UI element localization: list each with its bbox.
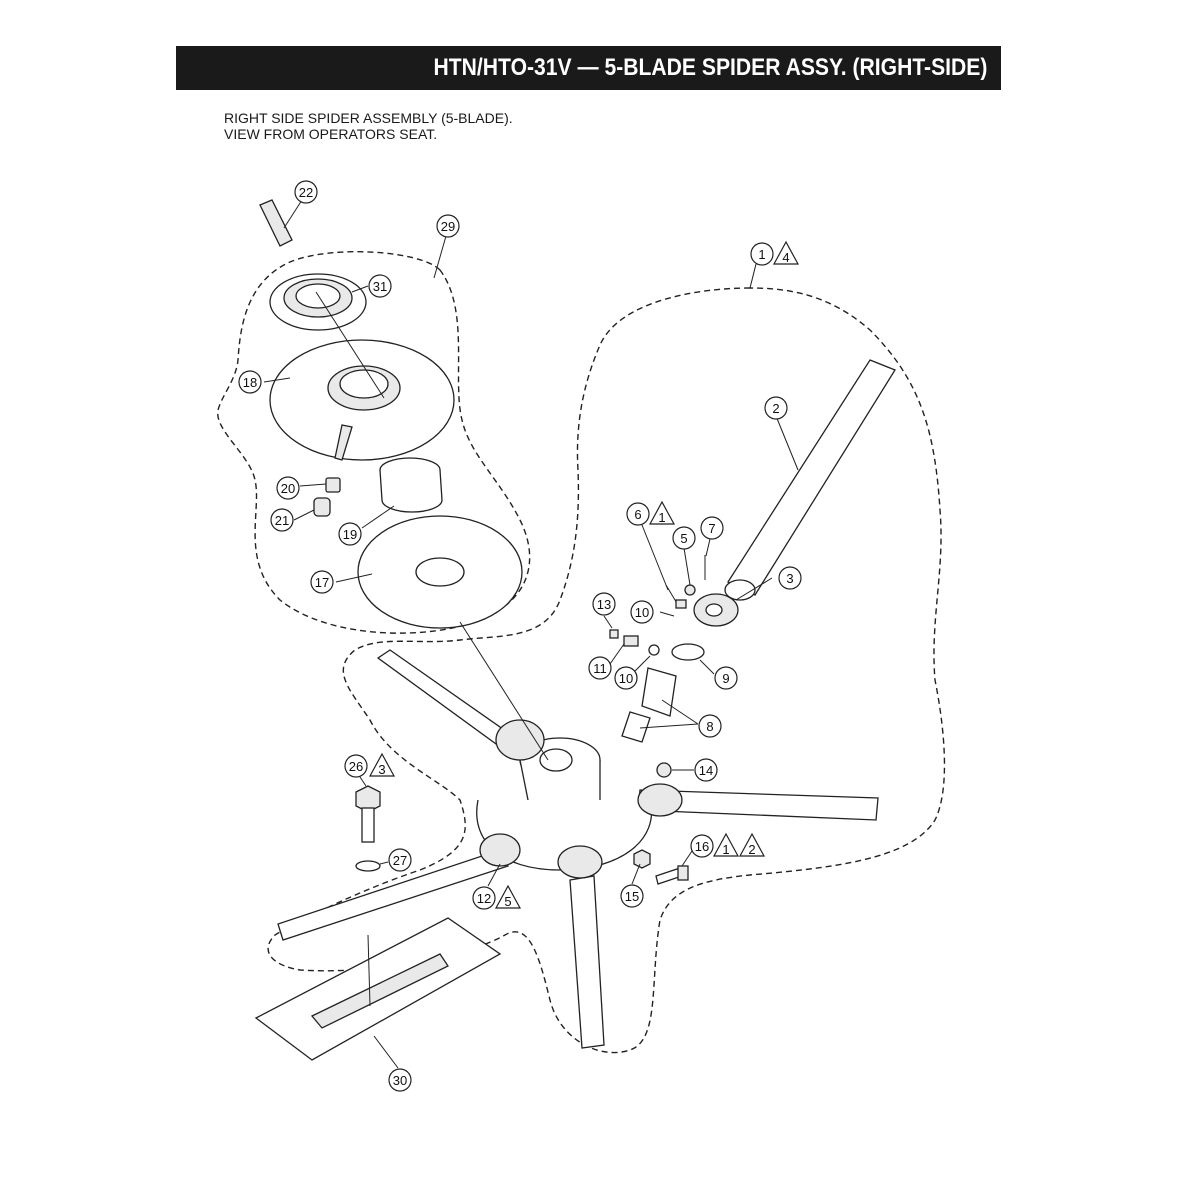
callout-6: 6 1	[626, 500, 676, 591]
callout-20: 20	[276, 476, 300, 500]
part-6-bolt	[665, 584, 687, 609]
callout-7: 7	[700, 516, 724, 557]
callout-14: 14	[694, 758, 718, 782]
callout-16-note-1: 1	[722, 842, 729, 857]
leader-lines	[263, 199, 799, 1069]
callout-2: 2	[764, 396, 788, 420]
callout-3: 3	[778, 566, 802, 590]
callout-13: 13	[592, 592, 616, 616]
callout-17: 17	[310, 570, 334, 594]
diagram-description: RIGHT SIDE SPIDER ASSEMBLY (5-BLADE). VI…	[224, 110, 513, 142]
part-21-cap	[313, 497, 331, 517]
callout-15: 15	[620, 884, 644, 908]
part-2-arm	[724, 359, 896, 601]
part-19-sleeve	[379, 457, 443, 513]
callout-6-label: 6	[634, 507, 641, 522]
callout-19-label: 19	[343, 527, 357, 542]
callout-11-label: 11	[593, 661, 607, 676]
callout-26: 26 3	[344, 752, 396, 787]
callout-21: 21	[270, 508, 294, 532]
description-line-2: VIEW FROM OPERATORS SEAT.	[224, 126, 438, 142]
part-30-blade	[254, 917, 502, 1061]
callout-29: 29	[436, 214, 460, 238]
part-20-fitting	[325, 477, 341, 493]
callout-20-label: 20	[281, 481, 295, 496]
part-11-fitting	[623, 635, 639, 647]
callout-6-note: 1	[658, 510, 665, 525]
callout-10a: 10	[630, 600, 654, 624]
part-13-plug	[609, 629, 619, 639]
callout-1-label: 1	[758, 247, 765, 262]
callout-26-note: 3	[378, 762, 385, 777]
callout-26-label: 26	[349, 759, 363, 774]
callout-16: 16 1 2	[690, 832, 766, 858]
callout-30-label: 30	[393, 1073, 407, 1088]
callout-30: 30	[388, 1068, 412, 1092]
part-3-clamp	[693, 593, 739, 627]
part-5-nut	[684, 584, 696, 596]
callout-2-label: 2	[772, 401, 779, 416]
group-outline-1	[267, 287, 946, 1054]
part-10-washer	[648, 644, 660, 656]
callout-31: 31	[368, 274, 392, 298]
part-14-nut	[656, 762, 672, 778]
part-17-pan	[357, 515, 523, 629]
callout-7-label: 7	[708, 521, 715, 536]
callout-21-label: 21	[275, 513, 289, 528]
part-27-washer	[355, 860, 381, 872]
callout-15-label: 15	[625, 889, 639, 904]
callout-13-label: 13	[597, 597, 611, 612]
callout-8: 8	[698, 714, 722, 738]
part-9-spring	[671, 643, 705, 661]
callout-14-label: 14	[699, 763, 713, 778]
callout-29-label: 29	[441, 219, 455, 234]
callout-10a-label: 10	[635, 605, 649, 620]
callout-31-label: 31	[373, 279, 387, 294]
callout-22-label: 22	[299, 185, 313, 200]
callout-19: 19	[338, 522, 362, 546]
callout-11: 11	[588, 656, 612, 680]
callout-9-label: 9	[722, 671, 729, 686]
group-outline-29	[217, 251, 531, 634]
callout-16-note-2: 2	[748, 842, 755, 857]
callout-10b-label: 10	[619, 671, 633, 686]
callout-12: 12 5	[472, 884, 522, 910]
callout-1-note: 4	[782, 250, 789, 265]
spider-hub	[277, 649, 879, 1049]
callout-5-label: 5	[680, 531, 687, 546]
part-15-nut	[633, 849, 651, 869]
callout-12-label: 12	[477, 891, 491, 906]
callout-10b: 10	[614, 666, 638, 690]
part-18-disc	[269, 339, 455, 461]
part-22-key	[259, 199, 293, 247]
callout-3-label: 3	[786, 571, 793, 586]
part-31-collar	[269, 273, 367, 331]
part-16-bolt	[655, 865, 689, 885]
callout-8-label: 8	[706, 719, 713, 734]
callout-12-note: 5	[504, 894, 511, 909]
callout-1: 1 4	[749, 240, 800, 289]
callout-22: 22	[294, 180, 318, 204]
callout-27: 27	[388, 848, 412, 872]
callout-18-label: 18	[243, 375, 257, 390]
callout-16-label: 16	[695, 839, 709, 854]
callout-27-label: 27	[393, 853, 407, 868]
callout-9: 9	[714, 666, 738, 690]
part-26-bolt	[355, 785, 381, 843]
description-line-1: RIGHT SIDE SPIDER ASSEMBLY (5-BLADE).	[224, 110, 513, 126]
callout-17-label: 17	[315, 575, 329, 590]
callout-18: 18	[238, 370, 262, 394]
page-title: HTN/HTO-31V — 5-BLADE SPIDER ASSY. (RIGH…	[433, 54, 987, 81]
title-bar: HTN/HTO-31V — 5-BLADE SPIDER ASSY. (RIGH…	[176, 46, 1001, 90]
callout-5: 5	[672, 526, 696, 550]
